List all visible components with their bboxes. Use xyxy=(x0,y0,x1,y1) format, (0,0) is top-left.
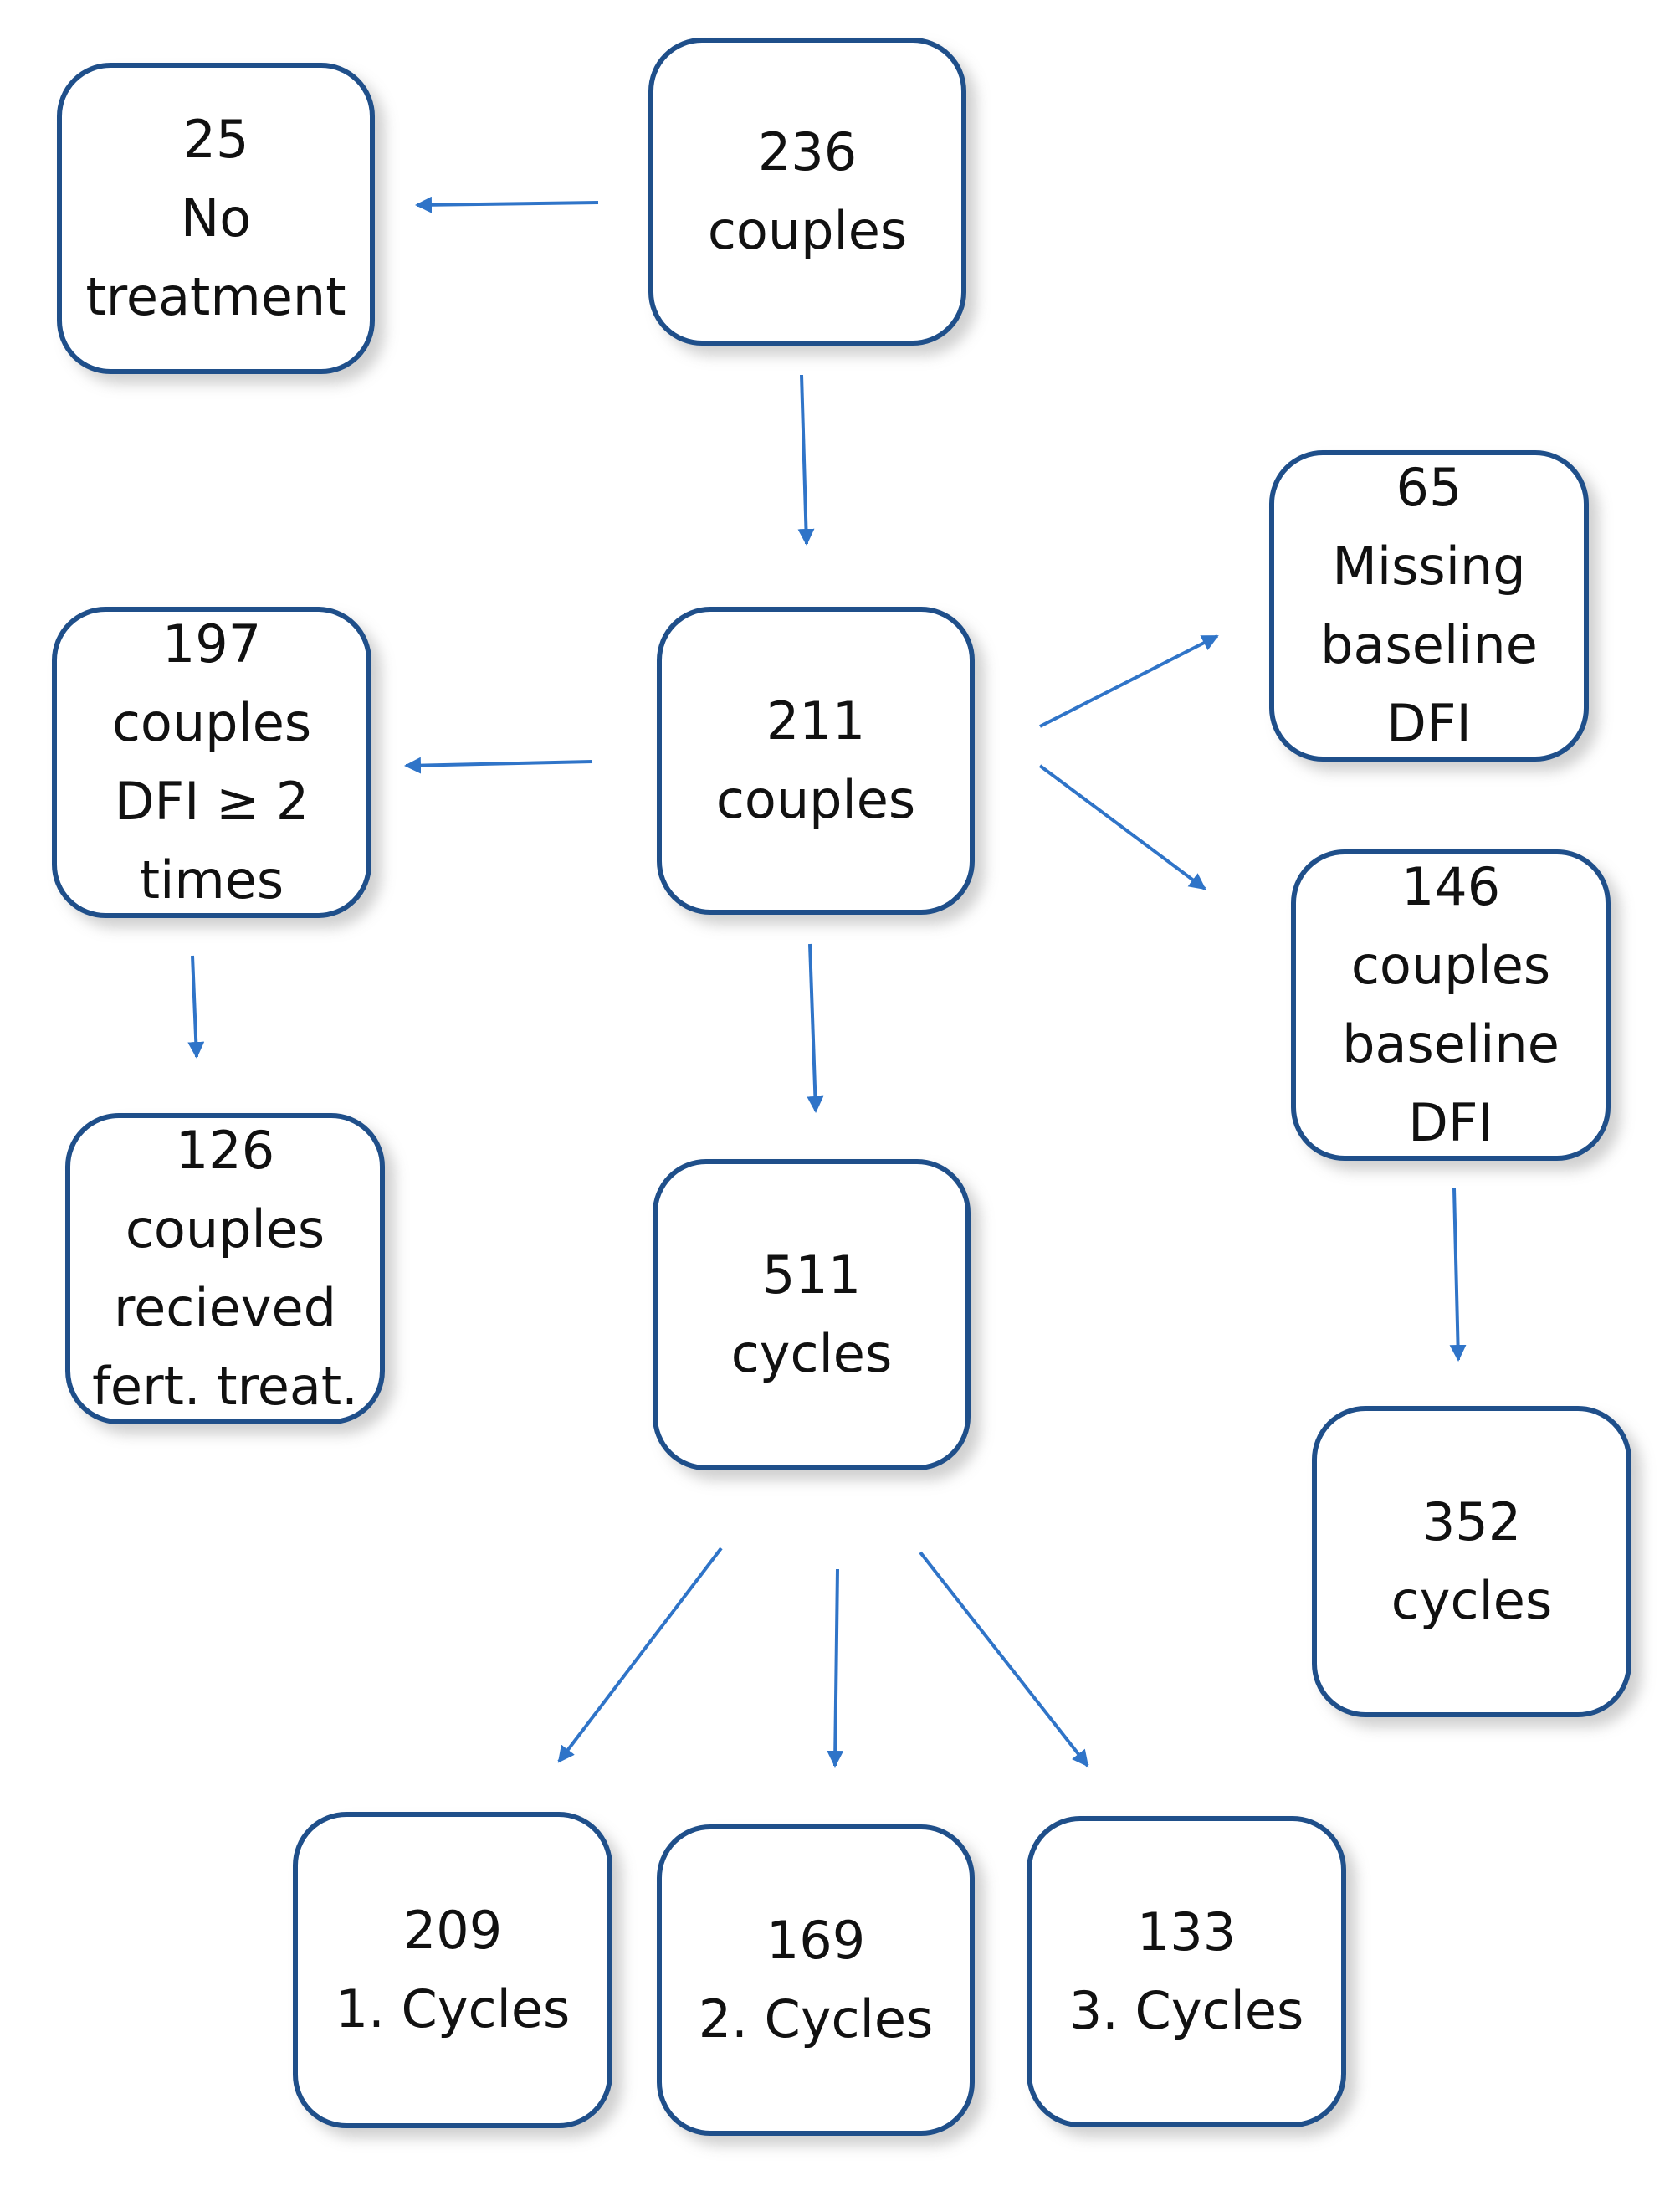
node-baseline: 146 couples baseline DFI xyxy=(1291,849,1611,1161)
node-dfi-twice-label-3: times xyxy=(139,849,284,911)
node-included-label: couples xyxy=(715,769,916,830)
node-cycle3-count: 133 xyxy=(1136,1901,1237,1963)
node-missing-baseline-label-3: DFI xyxy=(1386,693,1472,754)
node-dfi-twice: 197 couples DFI ≥ 2 times xyxy=(52,607,371,918)
node-start-label: couples xyxy=(707,200,908,261)
node-missing-baseline-count: 65 xyxy=(1396,457,1462,518)
node-cycle1-count: 209 xyxy=(402,1900,503,1961)
node-fert-treat: 126 couples recieved fert. treat. xyxy=(65,1113,385,1424)
arrow-included-to-missing-baseline xyxy=(1039,634,1219,728)
arrow-cycles-total-to-cycle3 xyxy=(919,1551,1089,1768)
arrow-included-to-cycles-total xyxy=(807,943,824,1113)
node-cycles-total-label: cycles xyxy=(730,1323,893,1384)
arrow-included-to-dfi-twice xyxy=(404,757,593,774)
node-missing-baseline-label-2: baseline xyxy=(1320,614,1538,675)
node-baseline-label-2: baseline xyxy=(1342,1013,1560,1075)
node-cycle1: 209 1. Cycles xyxy=(293,1812,612,2128)
node-cycles-baseline: 352 cycles xyxy=(1312,1406,1631,1717)
node-missing-baseline: 65 Missing baseline DFI xyxy=(1269,450,1589,762)
arrow-included-to-baseline xyxy=(1038,764,1206,890)
node-cycle1-label: 1. Cycles xyxy=(335,1978,571,2040)
node-start: 236 couples xyxy=(648,38,966,346)
node-missing-baseline-label-1: Missing xyxy=(1332,536,1526,597)
arrow-cycles-total-to-cycle1 xyxy=(557,1547,723,1763)
arrow-start-to-included xyxy=(797,374,815,546)
node-cycles-total-count: 511 xyxy=(761,1244,862,1306)
node-no-treatment-label-2: treatment xyxy=(85,266,346,327)
node-cycles-baseline-count: 352 xyxy=(1421,1491,1522,1552)
node-dfi-twice-label-1: couples xyxy=(111,692,312,753)
node-cycle3: 133 3. Cycles xyxy=(1027,1816,1346,2127)
arrow-baseline-to-cycles-baseline xyxy=(1449,1188,1467,1362)
arrow-cycles-total-to-cycle2 xyxy=(827,1568,844,1768)
arrow-start-to-no-treatment xyxy=(415,196,599,213)
node-cycle2: 169 2. Cycles xyxy=(657,1824,975,2136)
node-no-treatment-count: 25 xyxy=(182,109,249,170)
node-dfi-twice-label-2: DFI ≥ 2 xyxy=(114,771,310,832)
node-start-count: 236 xyxy=(757,121,858,182)
node-fert-treat-label-2: recieved xyxy=(114,1277,336,1338)
node-fert-treat-count: 126 xyxy=(175,1120,275,1181)
node-dfi-twice-count: 197 xyxy=(161,613,262,675)
node-included: 211 couples xyxy=(657,607,975,915)
arrow-dfi-twice-to-fert-treat xyxy=(187,955,205,1059)
node-baseline-label-3: DFI xyxy=(1408,1092,1493,1153)
node-cycles-total: 511 cycles xyxy=(653,1159,971,1470)
node-included-count: 211 xyxy=(766,690,866,752)
node-baseline-count: 146 xyxy=(1401,856,1501,917)
node-baseline-label-1: couples xyxy=(1350,935,1551,996)
node-cycles-baseline-label: cycles xyxy=(1391,1570,1553,1631)
node-fert-treat-label-1: couples xyxy=(125,1198,325,1260)
node-cycle2-label: 2. Cycles xyxy=(698,1988,934,2050)
node-fert-treat-label-3: fert. treat. xyxy=(92,1356,358,1417)
node-no-treatment: 25 No treatment xyxy=(57,63,375,374)
node-cycle2-count: 169 xyxy=(766,1910,866,1971)
node-cycle3-label: 3. Cycles xyxy=(1068,1980,1304,2041)
node-no-treatment-label-1: No xyxy=(180,187,252,249)
